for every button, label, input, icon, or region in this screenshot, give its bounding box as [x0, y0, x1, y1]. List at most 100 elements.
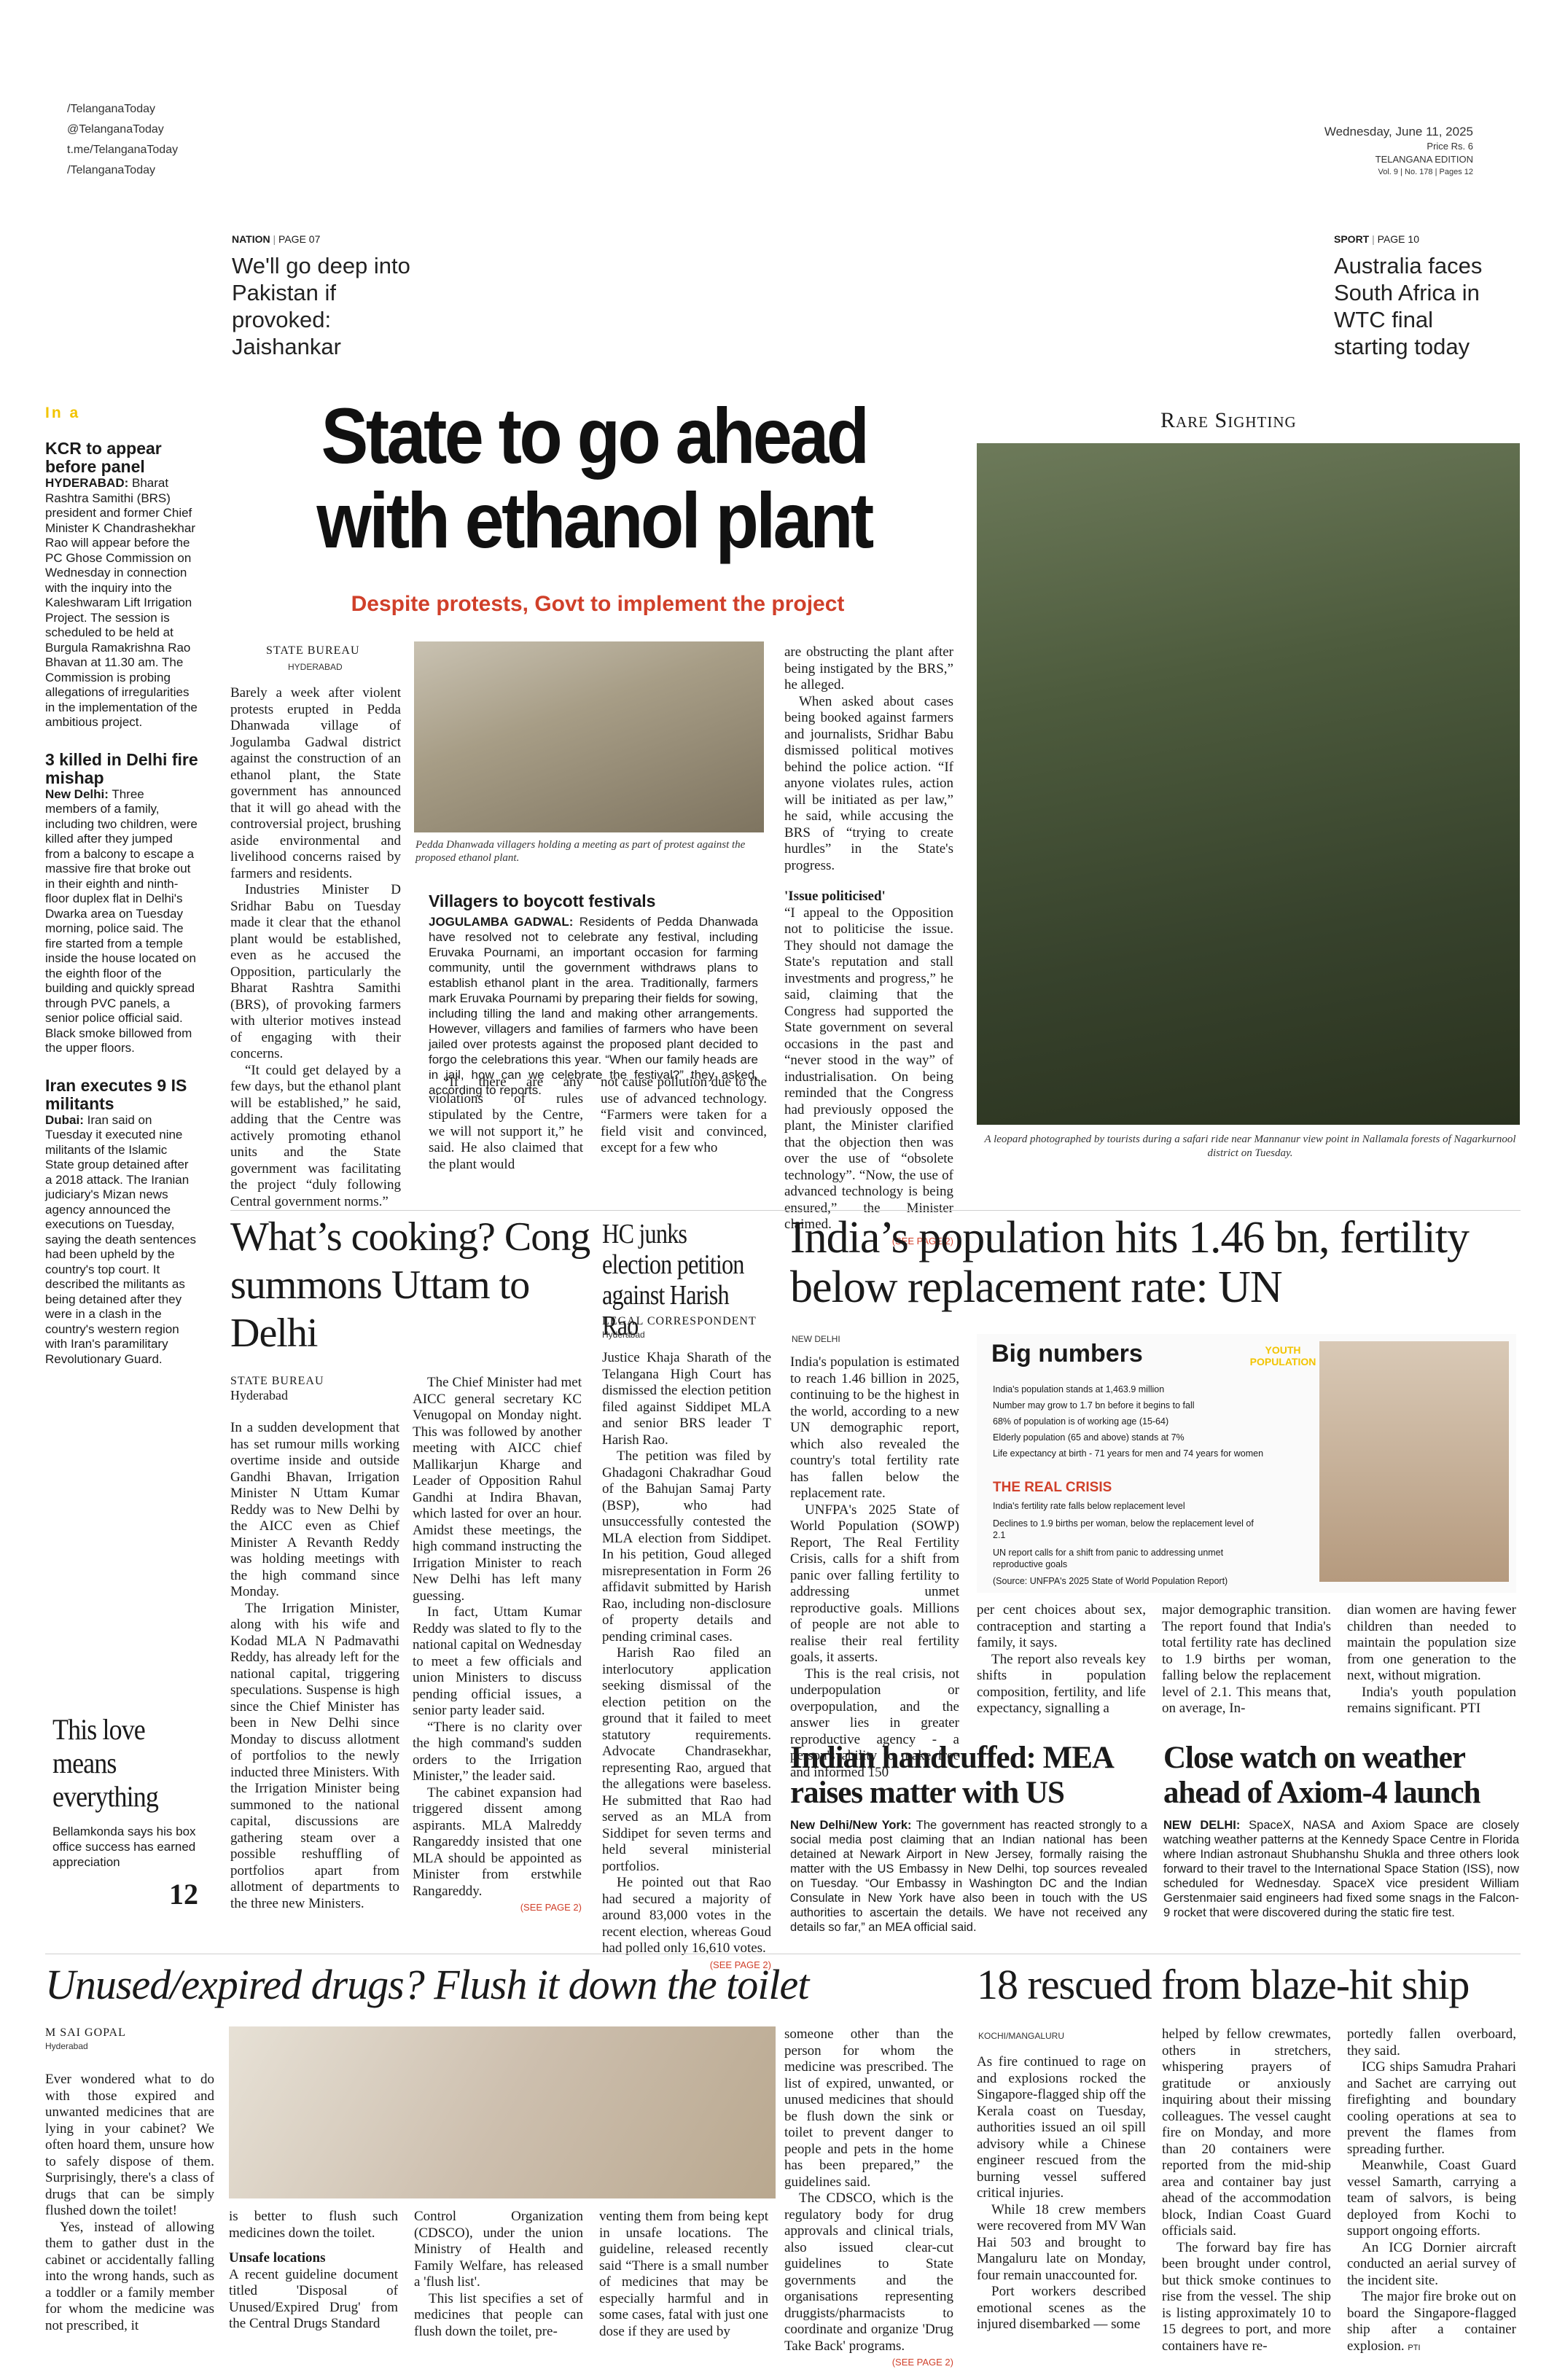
drugs-column-4: venting them from being kept in unsafe l… — [599, 2209, 768, 2340]
rare-sighting-label: Rare Sighting — [1160, 408, 1297, 432]
cooking-headline[interactable]: What’s cooking? Cong summons Uttam to De… — [230, 1214, 590, 1356]
brief-iran: Iran executes 9 IS militants Dubai: Iran… — [45, 1076, 198, 1367]
lead-column-2: “If there are any violations of rules st… — [429, 1074, 583, 1173]
big-numbers-box: Big numbers YOUTH POPULATION India's pop… — [977, 1334, 1516, 1593]
hc-paragraph: Justice Khaja Sharath of the Telangana H… — [602, 1350, 771, 1448]
big-numbers-source: (Source: UNFPA's 2025 State of World Pop… — [993, 1576, 1228, 1586]
lead-column-4: are obstructing the plant after being in… — [784, 644, 953, 1249]
ship-paragraph: The forward bay fire has been brought un… — [1162, 2239, 1331, 2354]
youth-label: YOUTH POPULATION — [1249, 1344, 1316, 1367]
drugs-byline-block: M SAI GOPAL Hyderabad — [45, 2026, 126, 2051]
hc-byline: LEGAL CORRESPONDENT — [602, 1315, 757, 1327]
drugs-headline[interactable]: Unused/expired drugs? Flush it down the … — [45, 1961, 809, 2008]
population-paragraph: per cent choices about sex, contraceptio… — [977, 1602, 1146, 1650]
cooking-paragraph: The cabinet expansion had triggered diss… — [413, 1784, 582, 1899]
lead-paragraph: not cause pollution due to the use of ad… — [601, 1074, 767, 1155]
lead-photo-caption: Pedda Dhanwada villagers holding a meeti… — [415, 839, 746, 864]
population-column-1: India's population is estimated to reach… — [790, 1354, 959, 1781]
teaser-nation[interactable]: NATION | PAGE 07 We'll go deep into Paki… — [232, 232, 414, 360]
see-page-link[interactable]: (SEE PAGE 2) — [891, 1235, 953, 1246]
population-column-3: major demographic transition. The report… — [1162, 1602, 1331, 1717]
population-column-4: dian women are having fewer children tha… — [1347, 1602, 1516, 1717]
ship-paragraph-text: The major fire broke out on board the Si… — [1347, 2289, 1516, 2354]
hc-paragraph: He pointed out that Rao had secured a ma… — [602, 1875, 771, 1956]
crisis-line: UN report calls for a shift from panic t… — [993, 1548, 1224, 1569]
big-number-line: 68% of population is of working age (15-… — [993, 1416, 1169, 1427]
lead-photo — [414, 641, 764, 832]
teaser-nation-page: PAGE 07 — [278, 233, 321, 245]
handcuffed-body: The government has reacted strongly to a… — [790, 1819, 1147, 1934]
hc-headline[interactable]: HC junks election petition against Haris… — [602, 1219, 744, 1341]
teaser-nation-headline: We'll go deep into Pakistan if provoked:… — [232, 253, 410, 359]
population-paragraph: This is the real crisis, not underpopula… — [790, 1666, 959, 1780]
teaser-sport-page: PAGE 10 — [1377, 233, 1419, 245]
population-location: NEW DELHI — [792, 1334, 840, 1344]
social-telegram[interactable]: t.me/TelanganaToday — [67, 144, 179, 156]
handcuffed-dateline: New Delhi/New York: — [790, 1819, 912, 1832]
axiom-body: SpaceX, NASA and Axiom Space are closely… — [1163, 1819, 1519, 1919]
population-paragraph: The report also reveals key shifts in po… — [977, 1651, 1146, 1717]
ship-headline[interactable]: 18 rescued from blaze-hit ship — [977, 1961, 1470, 2008]
brief-body: Bharat Rashtra Samithi (BRS) president a… — [45, 476, 198, 729]
rare-sighting-caption: A leopard photographed by tourists durin… — [984, 1134, 1516, 1159]
lead-paragraph: When asked about cases being booked agai… — [784, 693, 953, 873]
axiom-body-block: NEW DELHI: SpaceX, NASA and Axiom Space … — [1163, 1818, 1519, 1920]
boycott-box: Villagers to boycott festivals JOGULAMBA… — [429, 891, 758, 1098]
see-page-link[interactable]: (SEE PAGE 2) — [520, 1902, 582, 1913]
big-numbers-title: Big numbers — [991, 1340, 1143, 1367]
ship-column-2: helped by fellow crewmates, others in st… — [1162, 2026, 1331, 2354]
population-paragraph: dian women are having fewer children tha… — [1347, 1602, 1516, 1683]
ship-agency: PTI — [1408, 2343, 1421, 2352]
ship-paragraph: As fire continued to rage on and explosi… — [977, 2054, 1146, 2201]
crisis-line: India's fertility rate falls below repla… — [993, 1501, 1185, 1511]
lead-column-1: Barely a week after violent protests eru… — [230, 685, 401, 1210]
population-paragraph: major demographic transition. The report… — [1162, 1602, 1331, 1716]
issue-price: Price Rs. 6 — [1427, 141, 1473, 152]
cooking-byline: STATE BUREAU — [230, 1375, 324, 1387]
axiom-headline[interactable]: Close watch on weather ahead of Axiom-4 … — [1163, 1741, 1481, 1810]
issue-date: Wednesday, June 11, 2025 — [1324, 125, 1473, 138]
lead-headline[interactable]: State to go ahead with ethanol plant — [316, 391, 874, 564]
drugs-column-1: Ever wondered what to do with those expi… — [45, 2072, 214, 2334]
social-twitter[interactable]: @TelanganaToday — [67, 123, 164, 136]
hc-byline-block: LEGAL CORRESPONDENT Hyderabad — [602, 1315, 757, 1340]
issue-edition: TELANGANA EDITION — [1375, 154, 1473, 165]
social-instagram[interactable]: /TelanganaToday — [67, 164, 155, 176]
sidebar-promo[interactable]: This love means everything Bellamkonda s… — [52, 1713, 198, 1911]
ship-paragraph: ICG ships Samudra Prahari and Sachet are… — [1347, 2059, 1516, 2157]
sidebar-tag: In a — [45, 405, 81, 421]
drugs-paragraph: Yes, instead of allowing them to gather … — [45, 2219, 214, 2333]
cooking-paragraph: The Irrigation Minister, along with his … — [230, 1600, 399, 1911]
population-headline[interactable]: India’s population hits 1.46 bn, fertili… — [790, 1213, 1470, 1312]
lead-subheading: 'Issue politicised' — [784, 889, 886, 904]
brief-kcr: KCR to appear before panel HYDERABAD: Bh… — [45, 440, 198, 730]
ship-paragraph: While 18 crew members were recovered fro… — [977, 2201, 1147, 2283]
drugs-paragraph: Ever wondered what to do with those expi… — [45, 2072, 214, 2218]
cooking-paragraph: In fact, Uttam Kumar Reddy was slated to… — [413, 1604, 582, 1718]
ship-paragraph: Port workers described emotional scenes … — [977, 2284, 1146, 2332]
brief-body: Three members of a family, including two… — [45, 787, 198, 1056]
lead-location: HYDERABAD — [288, 662, 343, 672]
big-number-line: Number may grow to 1.7 bn before it begi… — [993, 1400, 1195, 1411]
lead-paragraph: “It could get delayed by a few days, but… — [230, 1062, 401, 1209]
see-page-link[interactable]: (SEE PAGE 2) — [891, 2357, 953, 2368]
lead-paragraph: are obstructing the plant after being in… — [784, 644, 953, 692]
social-facebook[interactable]: /TelanganaToday — [67, 103, 155, 115]
lead-column-3: not cause pollution due to the use of ad… — [601, 1074, 767, 1157]
big-number-line: India's population stands at 1,463.9 mil… — [993, 1384, 1165, 1394]
promo-page: 12 — [169, 1878, 198, 1911]
cooking-paragraph: “There is no clarity over the high comma… — [413, 1719, 582, 1784]
teaser-sport[interactable]: SPORT | PAGE 10 Australia faces South Af… — [1334, 232, 1509, 360]
hc-paragraph: Harish Rao filed an interlocutory applic… — [602, 1645, 771, 1874]
teaser-sport-headline: Australia faces South Africa in WTC fina… — [1334, 253, 1483, 359]
brief-headline: KCR to appear before panel — [45, 439, 162, 476]
brief-body: Iran said on Tuesday it executed nine mi… — [45, 1112, 196, 1366]
drugs-column-3: Control Organization (CDSCO), under the … — [414, 2209, 583, 2340]
boycott-dateline: JOGULAMBA GADWAL: — [429, 915, 574, 929]
hc-column: Justice Khaja Sharath of the Telangana H… — [602, 1350, 771, 1973]
handcuffed-headline[interactable]: Indian handcuffed: MEA raises matter wit… — [790, 1741, 1113, 1810]
cooking-byline-block: STATE BUREAU Hyderabad — [230, 1375, 324, 1403]
see-page-link[interactable]: (SEE PAGE 2) — [709, 1959, 771, 1970]
lead-byline-block: STATE BUREAU HYDERABAD — [266, 644, 360, 672]
ship-paragraph: Meanwhile, Coast Guard vessel Samarth, c… — [1347, 2158, 1516, 2239]
